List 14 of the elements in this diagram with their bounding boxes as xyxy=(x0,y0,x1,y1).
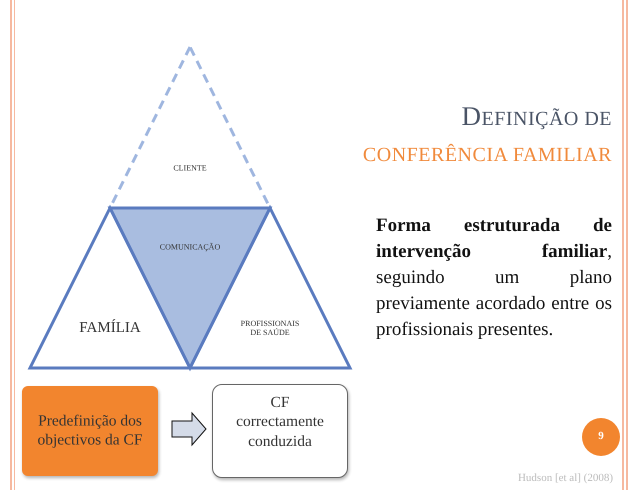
triangle-label: FAMÍLIA xyxy=(78,320,142,336)
triangle-label: COMUNICAÇÃO xyxy=(158,242,222,252)
process-box xyxy=(22,386,158,476)
page-number-badge xyxy=(582,418,620,456)
definition-text: Forma estruturada de intervenção familiar, seguindo um plano previamente acordado entre os profissionais presentes. xyxy=(376,214,612,342)
triangle-label: PROFISSIONAIS DE SAÚDE xyxy=(240,319,300,337)
citation: Hudson [et al] (2008) xyxy=(518,472,613,484)
block-arrow xyxy=(172,412,207,446)
slide-title: DEFINIÇÃO DE CONFERÊNCIA FAMILIAR xyxy=(362,100,612,168)
process-box xyxy=(212,384,348,478)
box-label: CF correctamente conduzida xyxy=(235,392,325,451)
triangle-label: CLIENTE xyxy=(172,164,208,172)
page-number: 9 xyxy=(597,430,605,444)
box-label: Predefinição dos objectivos da CF xyxy=(36,412,144,450)
